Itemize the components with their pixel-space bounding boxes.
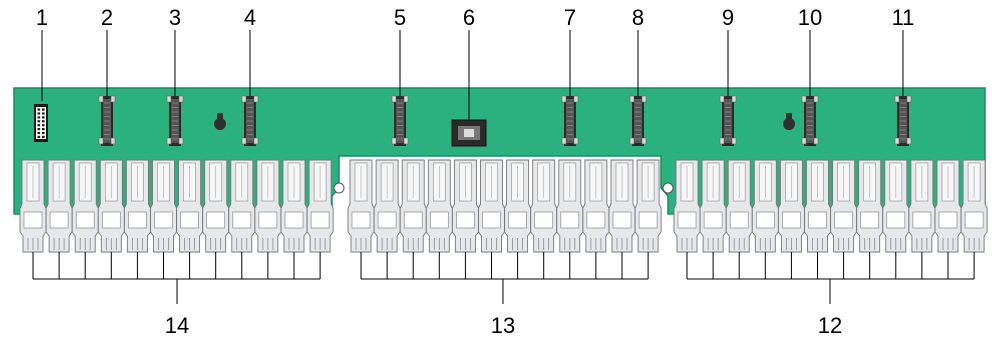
drive-slot: [725, 159, 753, 253]
drive-slot: [306, 159, 334, 253]
drive-slot: [97, 159, 125, 253]
drive-slot: [882, 159, 910, 253]
drive-slot: [176, 159, 204, 253]
vertical-connector: [241, 95, 259, 146]
vertical-connector: [801, 95, 819, 146]
callout-label: 2: [101, 5, 113, 30]
drive-slot: [478, 159, 505, 253]
drive-slot: [934, 159, 962, 253]
callout-label: 3: [169, 5, 181, 30]
drive-slot: [150, 159, 177, 253]
drive-slot: [202, 159, 230, 253]
mounting-hole: [214, 113, 226, 130]
drive-slot: [504, 159, 532, 253]
callout-label: 5: [394, 5, 406, 30]
power-connector: [451, 119, 487, 147]
drive-slot: [908, 159, 936, 253]
drive-slot: [425, 159, 453, 253]
drive-group-bracket: 13: [360, 252, 649, 338]
drive-slot: [228, 159, 256, 253]
drive-slot: [804, 159, 831, 253]
drive-slot: [451, 159, 479, 253]
drive-slot: [399, 159, 427, 253]
drive-slot: [373, 159, 401, 253]
drive-slot: [123, 159, 151, 253]
drive-group-bracket: 14: [32, 252, 321, 338]
vertical-connector: [629, 95, 647, 146]
drive-group-bracket: 12: [686, 252, 975, 338]
drive-slot: [608, 159, 636, 253]
callout-label: 6: [463, 5, 475, 30]
drive-slot: [280, 159, 308, 253]
drive-slot: [45, 159, 73, 253]
mounting-hole: [783, 113, 795, 130]
board-notch: [662, 182, 674, 194]
callout-label: 4: [244, 5, 256, 30]
drive-slot: [556, 159, 584, 253]
drive-slot: [19, 159, 47, 253]
drive-slot: [582, 159, 610, 253]
drive-slot: [830, 159, 858, 253]
vertical-connector: [391, 95, 409, 146]
drive-slot: [254, 159, 282, 253]
drive-slot: [634, 159, 662, 253]
callout-label: 10: [798, 5, 822, 30]
group-callout-label: 13: [491, 313, 515, 338]
vertical-connector: [561, 95, 579, 146]
vertical-connector: [894, 95, 912, 146]
drive-slot: [699, 159, 727, 253]
drive-slot: [777, 159, 805, 253]
callout-label: 9: [722, 5, 734, 30]
callout-label: 1: [36, 5, 48, 30]
callout-label: 7: [564, 5, 576, 30]
vertical-connector: [98, 95, 116, 146]
drive-slot: [71, 159, 99, 253]
vertical-connector: [166, 95, 184, 146]
drive-slot: [856, 159, 884, 253]
vertical-connector: [719, 95, 737, 146]
callout-label: 11: [892, 5, 915, 30]
group-callout-label: 14: [165, 313, 189, 338]
group-callout-label: 12: [818, 313, 842, 338]
pin-header-connector: [34, 104, 48, 142]
board-notch: [333, 182, 345, 194]
drive-slot: [751, 159, 779, 253]
drive-slot: [673, 159, 701, 253]
drive-slot: [530, 159, 558, 253]
callout-label: 8: [632, 5, 644, 30]
drive-slot: [960, 159, 988, 253]
drive-slot: [347, 159, 375, 253]
